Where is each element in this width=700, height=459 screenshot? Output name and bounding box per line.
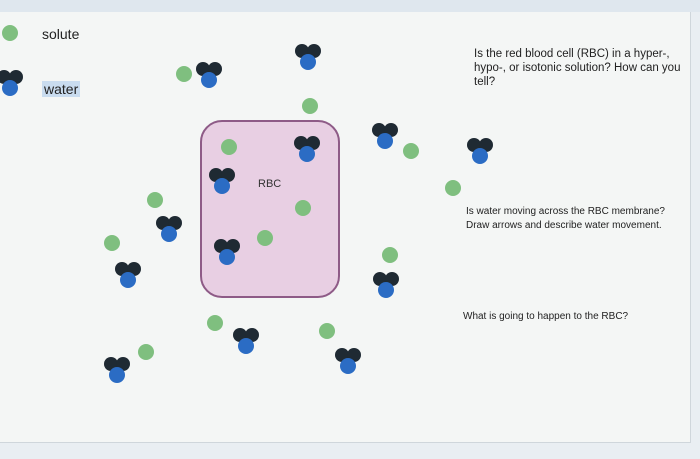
water-molecule-icon [115,262,141,288]
legend-solute-icon [2,25,18,41]
question-water-movement: Is water moving across the RBC membrane?… [466,206,665,231]
solute-molecule-icon [176,66,192,82]
water-molecule-icon [104,357,130,383]
solute-molecule-icon [319,323,335,339]
water-molecule-icon [373,272,399,298]
solute-molecule-icon [257,230,273,246]
solute-molecule-icon [138,344,154,360]
water-molecule-icon [233,328,259,354]
solute-molecule-icon [221,139,237,155]
water-molecule-icon [196,62,222,88]
solute-molecule-icon [207,315,223,331]
solute-molecule-icon [445,180,461,196]
water-molecule-icon [372,123,398,149]
water-molecule-icon [467,138,493,164]
rbc-label: RBC [258,178,282,190]
water-molecule-icon [335,348,361,374]
water-molecule-icon [214,239,240,265]
legend-water-label[interactable]: water [42,81,81,97]
water-molecule-icon [209,168,235,194]
question-tonicity: Is the red blood cell (RBC) in a hyper-,… [474,48,681,88]
solute-molecule-icon [302,98,318,114]
solute-molecule-icon [403,143,419,159]
solute-molecule-icon [382,247,398,263]
water-molecule-icon [294,136,320,162]
question-rbc-outcome: What is going to happen to the RBC? [463,311,629,322]
solute-molecule-icon [147,192,163,208]
water-molecule-icon [156,216,182,242]
water-molecule-icon [295,44,321,70]
solute-molecule-icon [295,200,311,216]
solute-molecule-icon [104,235,120,251]
legend-solute-label: solute [42,26,80,42]
legend-water-icon [0,70,23,96]
window-top-bar [0,0,700,12]
